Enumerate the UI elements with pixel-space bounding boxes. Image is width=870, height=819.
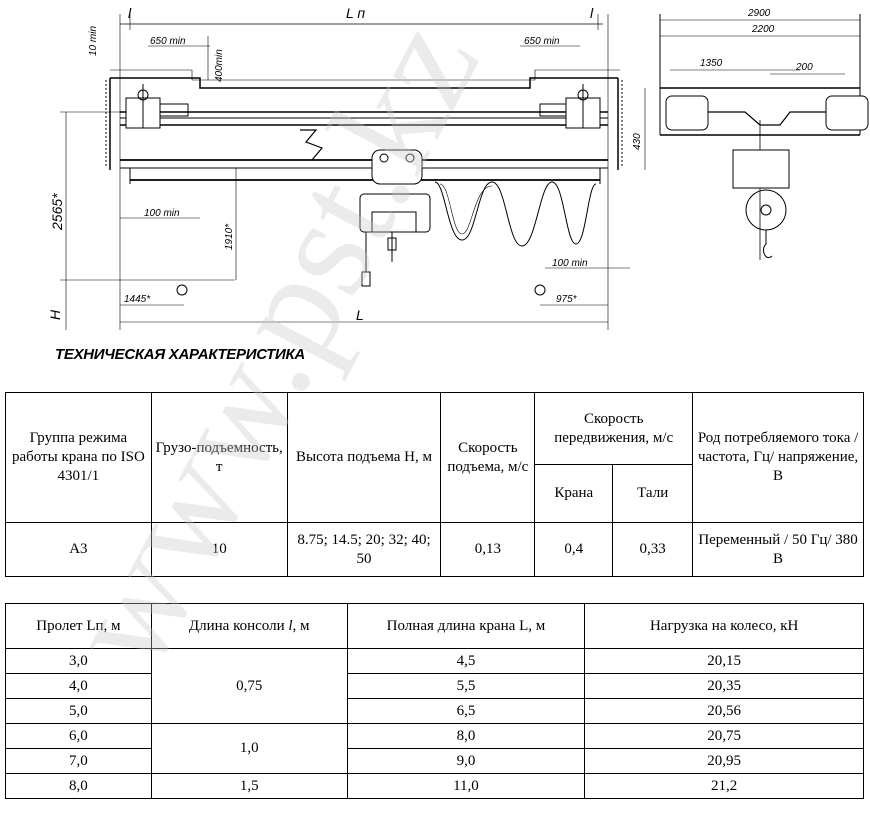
header-console-text: Длина консоли <box>188 617 285 634</box>
header-current: Род потребляемого тока /частота, Гц/ нап… <box>692 392 864 523</box>
cell-mode-group: А3 <box>5 522 152 577</box>
header-mode-group: Группа режима работы крана по ISO 4301/1 <box>5 392 152 523</box>
header-lift-speed: Скорость подъема, м/с <box>440 392 536 523</box>
hoist-trolley <box>359 149 431 287</box>
table-row-console: 0,75 <box>150 648 348 724</box>
runway-beam <box>120 111 608 126</box>
header-wheel-load: Нагрузка на колесо, кН <box>584 603 864 649</box>
table-row-console: 1,0 <box>150 723 348 774</box>
header-lift-height: Высота подъема Н, м <box>286 392 442 523</box>
table-row-full-length: 4,5 <box>346 648 586 674</box>
table-row-full-length: 6,5 <box>346 698 586 724</box>
table-row-span: 6,0 <box>5 723 152 749</box>
table-row-wheel-load: 21,2 <box>584 773 864 799</box>
cell-lift-height: 8.75; 14.5; 20; 32; 40; 50 <box>286 522 442 577</box>
table-row-wheel-load: 20,15 <box>584 648 864 674</box>
table-row-span: 4,0 <box>5 673 152 699</box>
end-carriage-right <box>539 84 601 129</box>
label-200: 200 <box>795 62 813 73</box>
table-row-wheel-load: 20,95 <box>584 748 864 774</box>
header-console-unit: , м <box>292 617 310 634</box>
header-travel-hoist: Тали <box>612 464 694 523</box>
label-console-right: l <box>590 5 594 21</box>
header-capacity: Грузо-подъемность, т <box>150 392 288 523</box>
hook-marker-left <box>176 284 188 296</box>
cell-current: Переменный / 50 Гц/ 380 В <box>692 522 864 577</box>
table-row-full-length: 9,0 <box>346 748 586 774</box>
header-console-symbol: l <box>288 617 293 634</box>
dimension-lines <box>60 14 630 330</box>
label-2565: 2565* <box>49 193 65 231</box>
end-carriage-left <box>125 84 189 129</box>
table-row-wheel-load: 20,35 <box>584 673 864 699</box>
label-1910: 1910* <box>224 223 235 250</box>
label-span: L п <box>346 5 365 21</box>
table-row-wheel-load: 20,56 <box>584 698 864 724</box>
cell-lift-speed: 0,13 <box>440 522 536 577</box>
crane-technical-drawing: L п l l L 650 min 650 min 400min 10 min … <box>0 0 870 340</box>
table-row-wheel-load: 20,75 <box>584 723 864 749</box>
cell-travel-crane: 0,4 <box>534 522 614 577</box>
label-975: 975* <box>556 294 578 305</box>
table-row-span: 3,0 <box>5 648 152 674</box>
table-row-full-length: 5,5 <box>346 673 586 699</box>
table-row-console: 1,5 <box>150 773 348 799</box>
label-2900: 2900 <box>747 8 771 19</box>
table-row-full-length: 8,0 <box>346 723 586 749</box>
label-650-left: 650 min <box>150 36 186 47</box>
hook-marker-right <box>534 284 546 296</box>
table-row-span: 8,0 <box>5 773 152 799</box>
label-650-right: 650 min <box>524 36 560 47</box>
label-100-right: 100 min <box>552 258 588 269</box>
table-row-span: 7,0 <box>5 748 152 774</box>
label-2200: 2200 <box>751 24 775 35</box>
label-1350: 1350 <box>700 58 723 69</box>
label-430: 430 <box>632 133 643 150</box>
label-console-left: l <box>128 5 132 21</box>
table-row-span: 5,0 <box>5 698 152 724</box>
label-1445: 1445* <box>124 294 151 305</box>
header-travel-crane: Крана <box>534 464 614 523</box>
building-outline <box>105 23 623 170</box>
specs-table: Группа режима работы крана по ISO 4301/1… <box>5 392 864 577</box>
label-full-length: L <box>356 307 364 323</box>
section-heading: ТЕХНИЧЕСКАЯ ХАРАКТЕРИСТИКА <box>55 346 305 363</box>
header-console: Длина консоли l, м <box>150 603 348 649</box>
side-view <box>644 14 869 260</box>
header-travel-speed: Скорость передвижения, м/с <box>534 392 694 465</box>
cell-capacity: 10 <box>150 522 288 577</box>
label-h: H <box>47 309 63 320</box>
label-400: 400min <box>214 49 225 82</box>
dimensions-table: Пролет Lп, м Длина консоли l, м Полная д… <box>5 603 864 799</box>
label-100-left: 100 min <box>144 208 180 219</box>
header-span: Пролет Lп, м <box>5 603 152 649</box>
main-girder <box>120 129 608 184</box>
table-row-full-length: 11,0 <box>346 773 586 799</box>
label-10: 10 min <box>88 26 99 56</box>
header-full-length: Полная длина крана L, м <box>346 603 586 649</box>
festoon-cable <box>434 181 597 247</box>
cell-travel-hoist: 0,33 <box>612 522 694 577</box>
